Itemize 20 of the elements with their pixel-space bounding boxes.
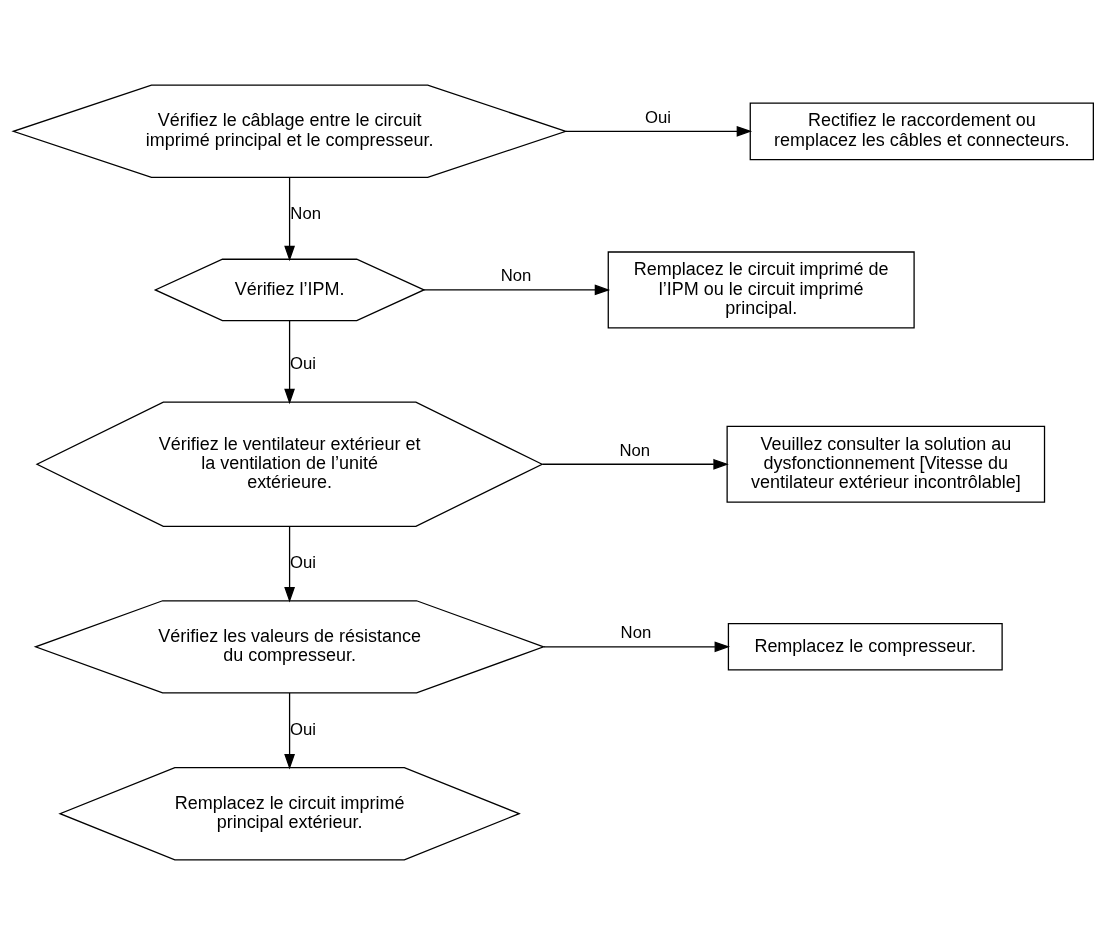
edge-label: Oui	[290, 552, 317, 572]
arrow	[423, 284, 611, 296]
arrow	[284, 525, 295, 603]
edge-label: Oui	[290, 719, 317, 739]
node-box: Veuillez consulter la solution au dysfonctionnement [Vitesse du ventilateur extérieur incontrôlable]	[726, 425, 1046, 503]
arrow	[541, 458, 729, 470]
arrow	[543, 641, 730, 653]
edge-label: Non	[290, 204, 321, 224]
arrow	[565, 125, 753, 137]
edge-label: Non	[620, 623, 652, 643]
edge-label: Non	[619, 440, 651, 460]
edge-label: Oui	[290, 354, 317, 374]
edge-label: Non	[500, 266, 532, 286]
arrow	[284, 320, 295, 405]
arrow	[284, 692, 295, 770]
edge-label: Oui	[644, 107, 671, 127]
arrow	[284, 177, 295, 262]
node-box: Remplacez le compresseur.	[727, 623, 1003, 671]
node-box: Rectifiez le raccordement ou remplacez les câbles et connecteurs.	[749, 102, 1094, 161]
node-box: Remplacez le circuit imprimé de l’IPM ou le circuit imprimé principal.	[607, 251, 915, 329]
